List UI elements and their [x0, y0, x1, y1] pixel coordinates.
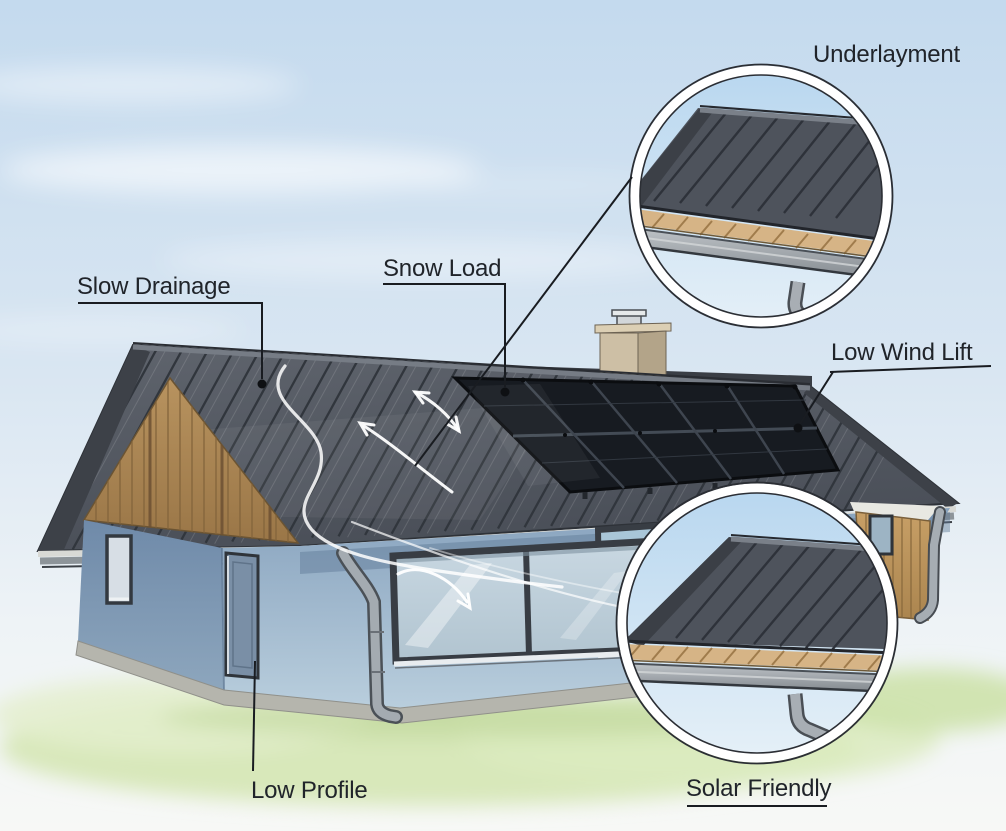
leader-lines [78, 176, 992, 807]
gable-window [105, 534, 133, 605]
label-snow-load: Snow Load [383, 255, 502, 282]
flow-arrows [276, 364, 701, 614]
clouds [0, 67, 680, 344]
callout-solar-friendly-detail [615, 481, 899, 765]
downspout-front [336, 546, 403, 724]
label-low-wind-lift: Low Wind Lift [831, 339, 973, 366]
entry-door [224, 551, 260, 680]
label-low-profile: Low Profile [251, 777, 368, 804]
leader-dots [257, 379, 803, 433]
solar-panel-array [451, 376, 841, 499]
label-underlayment: Underlayment [813, 41, 961, 68]
chimney [594, 309, 672, 379]
label-solar-friendly: Solar Friendly [686, 775, 832, 802]
label-slow-drainage: Slow Drainage [77, 273, 231, 300]
callout-underlayment-detail [628, 63, 894, 329]
front-window [389, 537, 665, 669]
